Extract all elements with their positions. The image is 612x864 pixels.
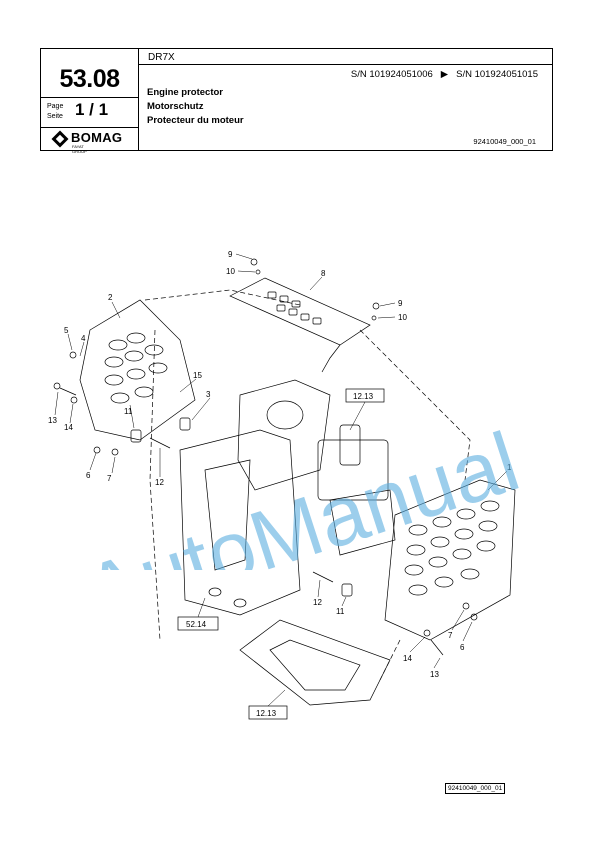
logo-sub: FAYAT GROUP xyxy=(72,144,87,154)
header-table: DR7X 53.08 Page Seite 1 / 1 BOMAG FAYAT … xyxy=(40,48,553,154)
callout-11b: 11 xyxy=(336,607,345,616)
page-label-en: Page xyxy=(47,103,64,110)
callout-4: 4 xyxy=(81,334,86,343)
title-de: Motorschutz xyxy=(147,101,204,112)
callout-7a: 7 xyxy=(107,474,112,483)
right-protector xyxy=(384,479,516,641)
callout-12b: 12 xyxy=(313,598,322,607)
title-en: Engine protector xyxy=(147,87,224,98)
header-divider xyxy=(138,49,139,150)
callout-14b: 14 xyxy=(403,654,412,663)
cover-housing xyxy=(179,429,301,616)
ref-bottom: 12.13 xyxy=(256,709,277,718)
sn-arrow: ▶ xyxy=(440,69,449,80)
callout-1: 1 xyxy=(507,463,512,472)
doc-number: 92410049_000_01 xyxy=(473,137,536,146)
leader-lines xyxy=(54,253,508,669)
callout-13a: 13 xyxy=(48,416,57,425)
bottom-plate xyxy=(239,619,391,706)
callout-15: 15 xyxy=(193,371,202,380)
page-label: Page Seite xyxy=(47,102,63,122)
callout-13b: 13 xyxy=(430,670,439,679)
sn-from: S/N 101924051006 xyxy=(350,69,433,80)
left-protector xyxy=(79,299,196,441)
bomag-diamond-icon xyxy=(51,130,69,148)
header-divider xyxy=(138,64,553,65)
callout-9b: 9 xyxy=(398,299,403,308)
callout-10b: 10 xyxy=(398,313,407,322)
fasteners xyxy=(53,258,478,656)
callout-7b: 7 xyxy=(448,631,453,640)
exploded-parts-drawing: 9 10 8 9 10 2 5 4 13 14 15 3 11 6 7 12 1… xyxy=(48,250,516,720)
title-fr: Protecteur du moteur xyxy=(147,115,244,126)
group-number: 53.08 xyxy=(59,65,120,93)
page-label-de: Seite xyxy=(47,113,63,120)
callout-14a: 14 xyxy=(64,423,73,432)
reference-boxes: 12.13 52.14 12.13 xyxy=(177,388,385,720)
callout-6b: 6 xyxy=(460,643,465,652)
callout-3: 3 xyxy=(206,390,211,399)
callout-10a: 10 xyxy=(226,267,235,276)
sn-to: S/N 101924051015 xyxy=(456,69,538,80)
ref-top: 12.13 xyxy=(353,392,374,401)
callout-12a: 12 xyxy=(155,478,164,487)
callout-6a: 6 xyxy=(86,471,91,480)
callout-5: 5 xyxy=(64,326,69,335)
header-divider xyxy=(41,97,138,98)
footer-reference: 92410049_000_01 xyxy=(445,783,506,794)
engine-block xyxy=(237,379,396,556)
callout-11a: 11 xyxy=(124,407,133,416)
serial-range: S/N 101924051006 ▶ S/N 101924051015 xyxy=(347,69,542,80)
assembly-lines xyxy=(144,289,471,681)
callout-9a: 9 xyxy=(228,250,233,259)
callout-8: 8 xyxy=(321,269,326,278)
bomag-logo: BOMAG FAYAT GROUP xyxy=(51,130,122,154)
page-value: 1 / 1 xyxy=(75,100,109,119)
top-bracket xyxy=(229,277,371,373)
ref-mid: 52.14 xyxy=(186,620,207,629)
callout-labels: 9 10 8 9 10 2 5 4 13 14 15 3 11 6 7 12 1… xyxy=(48,250,512,679)
model-name: DR7X xyxy=(148,52,175,63)
logo-name: BOMAG xyxy=(71,130,123,145)
title-block: Engine protector Motorschutz Protecteur … xyxy=(147,86,244,128)
header-divider xyxy=(41,127,138,128)
callout-2: 2 xyxy=(108,293,113,302)
